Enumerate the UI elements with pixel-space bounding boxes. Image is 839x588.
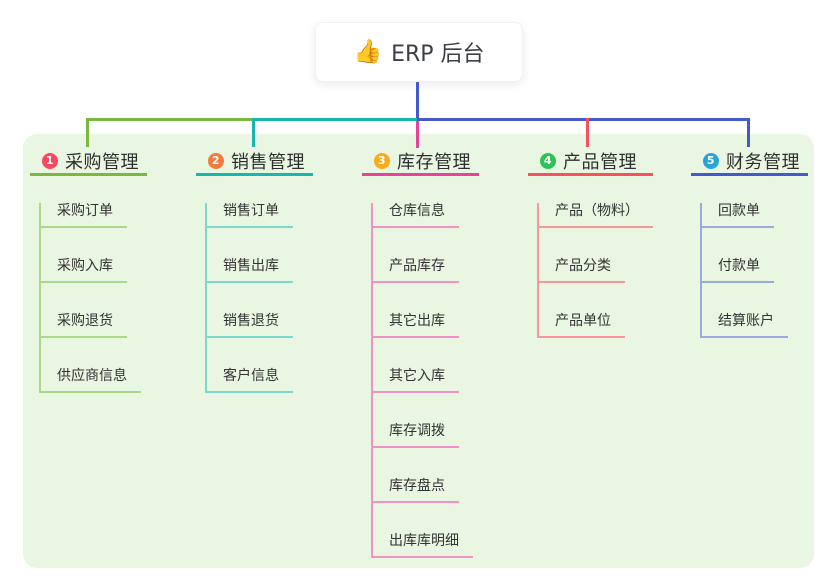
child-node[interactable]: 供应商信息 <box>41 368 141 393</box>
connector-drop-sales <box>252 118 255 147</box>
branch-children-inventory: 仓库信息产品库存其它出库其它入库库存调拨库存盘点出库库明细 <box>371 203 473 558</box>
mindmap-panel <box>23 134 814 568</box>
child-node-label: 采购入库 <box>57 258 113 274</box>
child-node[interactable]: 销售订单 <box>207 203 293 228</box>
child-node-label: 销售退货 <box>223 313 279 329</box>
child-node[interactable]: 采购入库 <box>41 258 127 283</box>
child-node-label: 出库库明细 <box>389 533 459 549</box>
child-node-label: 供应商信息 <box>57 368 127 384</box>
child-node-label: 采购退货 <box>57 313 113 329</box>
child-node[interactable]: 销售退货 <box>207 313 293 338</box>
branch-header-purchase[interactable]: 1 采购管理 <box>30 148 147 176</box>
child-node[interactable]: 产品（物料） <box>539 203 653 228</box>
branch-sales: 2 销售管理销售订单销售出库销售退货客户信息 <box>196 148 313 393</box>
child-node[interactable]: 销售出库 <box>207 258 293 283</box>
child-node[interactable]: 产品分类 <box>539 258 625 283</box>
child-node-label: 采购订单 <box>57 203 113 219</box>
branch-header-inventory[interactable]: 3 库存管理 <box>362 148 479 176</box>
child-node-label: 产品库存 <box>389 258 445 274</box>
child-node[interactable]: 付款单 <box>702 258 774 283</box>
branch-label: 销售管理 <box>231 151 305 173</box>
connector-root-stem <box>416 82 419 120</box>
child-node[interactable]: 回款单 <box>702 203 774 228</box>
connector-drop-finance <box>747 118 750 147</box>
child-node-label: 其它出库 <box>389 313 445 329</box>
branch-children-finance: 回款单付款单结算账户 <box>700 203 788 338</box>
connector-drop-inventory <box>416 121 419 148</box>
root-node[interactable]: 👍 ERP 后台 <box>315 22 523 82</box>
child-node-label: 仓库信息 <box>389 203 445 219</box>
child-node[interactable]: 出库库明细 <box>373 533 473 558</box>
child-node[interactable]: 仓库信息 <box>373 203 459 228</box>
child-node[interactable]: 其它入库 <box>373 368 459 393</box>
child-node-label: 库存盘点 <box>389 478 445 494</box>
child-node-label: 其它入库 <box>389 368 445 384</box>
child-node-label: 产品（物料） <box>555 203 639 219</box>
branch-badge-finance: 5 <box>703 152 719 169</box>
child-node[interactable]: 采购退货 <box>41 313 127 338</box>
child-node[interactable]: 客户信息 <box>207 368 293 393</box>
child-node-label: 客户信息 <box>223 368 279 384</box>
connector-horizontal-finance <box>417 118 750 121</box>
branch-header-product[interactable]: 4 产品管理 <box>528 148 653 176</box>
branch-purchase: 1 采购管理采购订单采购入库采购退货供应商信息 <box>30 148 147 393</box>
branch-inventory: 3 库存管理仓库信息产品库存其它出库其它入库库存调拨库存盘点出库库明细 <box>362 148 479 558</box>
branch-children-product: 产品（物料） 产品分类产品单位 <box>537 203 653 338</box>
branch-children-sales: 销售订单销售出库销售退货客户信息 <box>205 203 293 393</box>
branch-header-sales[interactable]: 2 销售管理 <box>196 148 313 176</box>
branch-label: 采购管理 <box>65 151 139 173</box>
child-node-label: 产品单位 <box>555 313 611 329</box>
branch-label: 财务管理 <box>726 151 800 173</box>
child-node-label: 产品分类 <box>555 258 611 274</box>
branch-badge-product: 4 <box>540 152 556 169</box>
child-node-label: 结算账户 <box>718 313 774 329</box>
connector-drop-purchase <box>86 118 89 147</box>
branch-finance: 5 财务管理回款单付款单结算账户 <box>691 148 808 338</box>
thumbs-up-icon: 👍 <box>353 38 383 65</box>
child-node-label: 销售订单 <box>223 203 279 219</box>
branch-badge-sales: 2 <box>208 152 224 169</box>
child-node-label: 付款单 <box>718 258 760 274</box>
branch-children-purchase: 采购订单采购入库采购退货供应商信息 <box>39 203 141 393</box>
child-node[interactable]: 库存盘点 <box>373 478 459 503</box>
branch-badge-purchase: 1 <box>42 152 58 169</box>
connector-horizontal-sales <box>252 118 417 121</box>
root-label: ERP 后台 <box>391 42 485 67</box>
child-node[interactable]: 采购订单 <box>41 203 127 228</box>
branch-label: 产品管理 <box>563 151 637 173</box>
child-node[interactable]: 产品单位 <box>539 313 625 338</box>
child-node-label: 销售出库 <box>223 258 279 274</box>
connector-horizontal-purchase <box>86 118 254 121</box>
branch-header-finance[interactable]: 5 财务管理 <box>691 148 808 176</box>
child-node[interactable]: 结算账户 <box>702 313 788 338</box>
connector-drop-product <box>586 118 589 147</box>
child-node-label: 回款单 <box>718 203 760 219</box>
child-node[interactable]: 产品库存 <box>373 258 459 283</box>
child-node[interactable]: 库存调拨 <box>373 423 459 448</box>
child-node[interactable]: 其它出库 <box>373 313 459 338</box>
branch-label: 库存管理 <box>397 151 471 173</box>
child-node-label: 库存调拨 <box>389 423 445 439</box>
branch-badge-inventory: 3 <box>374 152 390 169</box>
branch-product: 4 产品管理产品（物料） 产品分类产品单位 <box>528 148 653 338</box>
